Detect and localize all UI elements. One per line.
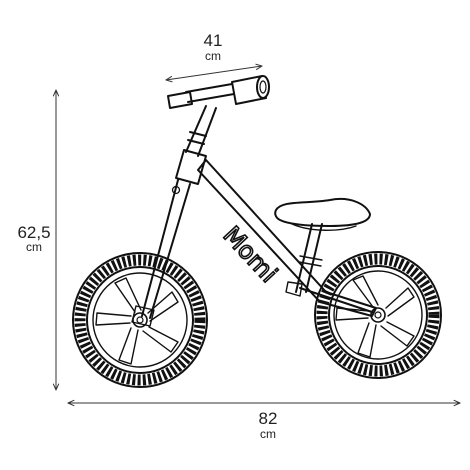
brand-logo-text: Momi: [218, 221, 283, 288]
stem-collar: [187, 131, 207, 145]
front-tire-tread: [74, 254, 206, 386]
rear-spokes: [335, 275, 415, 358]
left-grip: [167, 91, 193, 109]
height-unit: cm: [26, 240, 42, 254]
rear-tire-outer: [314, 251, 442, 379]
saddle-base: [291, 223, 357, 231]
rear-stay: [299, 287, 373, 313]
rear-tire-tread: [316, 253, 440, 377]
handlebar-width-unit: cm: [205, 49, 221, 63]
front-tire-outer: [72, 252, 208, 388]
handlebar-stem: [185, 105, 217, 157]
frame-bracket: [285, 281, 303, 297]
handlebar-assembly: [167, 75, 270, 157]
dimension-handlebar-width: 41 cm: [166, 31, 262, 80]
handlebar-width-value: 41: [204, 31, 223, 50]
front-wheel: [72, 252, 208, 388]
main-tube: [197, 159, 377, 317]
front-axle-nut: [136, 316, 144, 324]
right-grip-cap: [259, 80, 267, 94]
dimension-length: 82 cm: [68, 403, 460, 441]
head-tube-bolt: [171, 185, 181, 195]
dimension-height: 62,5 cm: [17, 90, 56, 390]
rear-axle-nut: [374, 311, 382, 319]
right-grip-end: [256, 75, 270, 99]
front-tire-inner: [86, 266, 194, 374]
handlebar: [185, 83, 235, 103]
height-value: 62,5: [17, 223, 50, 242]
right-grip: [231, 75, 267, 105]
brand-logo: Momi: [217, 220, 284, 289]
rear-wheel: [314, 251, 442, 379]
front-fork: [141, 179, 191, 319]
front-spokes: [95, 277, 179, 365]
fork-dropout: [131, 305, 155, 327]
seat-clamp: [298, 255, 323, 267]
saddle: [274, 198, 371, 231]
front-rim: [92, 272, 188, 368]
rear-tire-inner: [328, 265, 428, 365]
handlebar-width-arrow: [166, 66, 262, 80]
saddle-top: [274, 198, 371, 227]
length-unit: cm: [260, 427, 276, 441]
bike-frame: [131, 149, 377, 327]
length-value: 82: [259, 409, 278, 428]
rear-rim: [333, 270, 423, 360]
